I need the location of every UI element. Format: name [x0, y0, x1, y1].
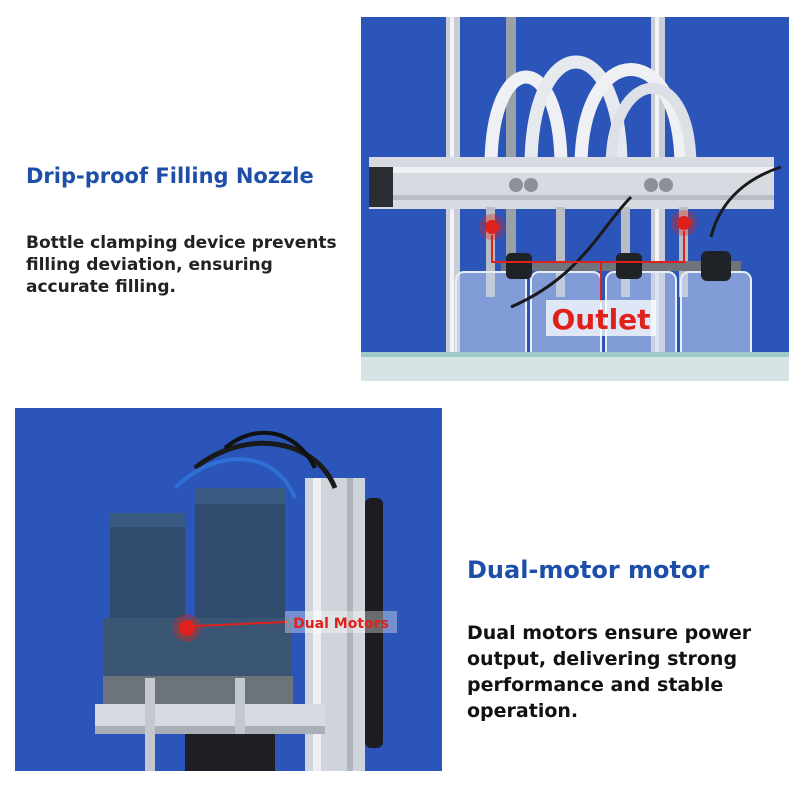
dual-motor-photo: Dual Motors [15, 408, 442, 771]
nozzle-feature-description: Bottle clamping device prevents filling … [26, 233, 337, 297]
outlet-label: Outlet [551, 303, 650, 336]
nozzle-feature-title: Drip-proof Filling Nozzle [26, 164, 314, 188]
dual-motor-feature-description: Dual motors ensure power output, deliver… [467, 622, 752, 722]
dual-motor-feature-title: Dual-motor motor [467, 556, 710, 584]
dual-motors-label: Dual Motors [293, 616, 389, 632]
filling-nozzle-photo: Outlet [361, 17, 789, 381]
filling-nozzle-illustration: Outlet [361, 17, 789, 381]
dual-motor-illustration: Dual Motors [15, 408, 442, 771]
